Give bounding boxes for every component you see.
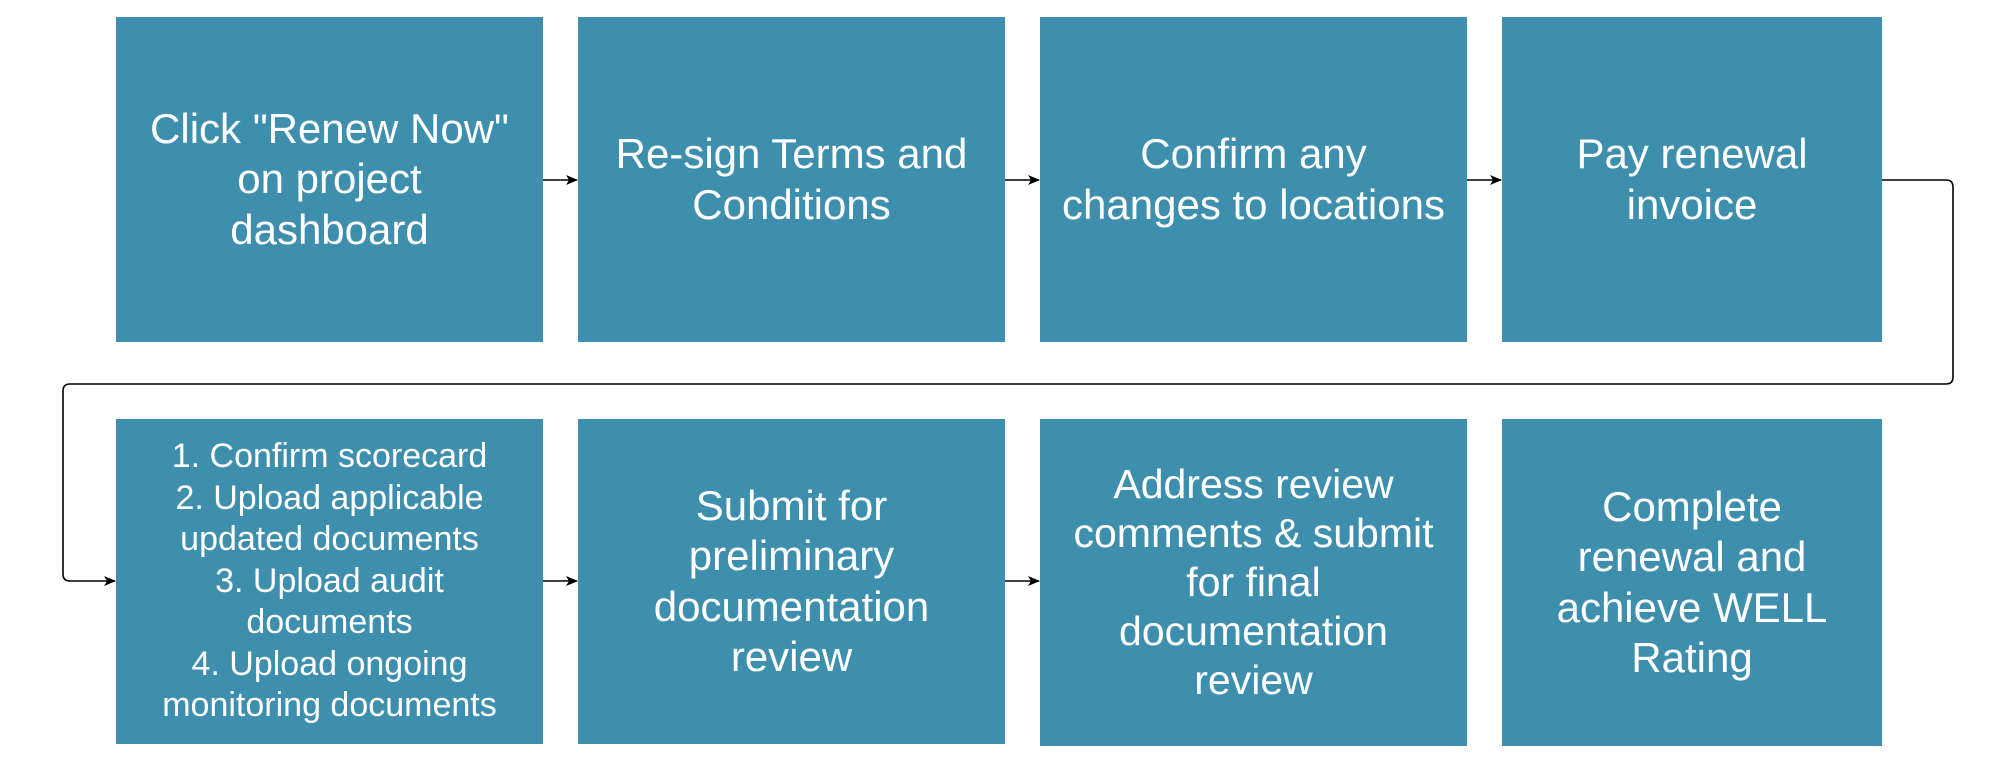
step-7-box: Address review comments & submit for fin… <box>1040 419 1467 746</box>
step-5-box: 1. Confirm scorecard 2. Upload applicabl… <box>116 419 543 744</box>
step-8-box: Complete renewal and achieve WELL Rating <box>1502 419 1882 746</box>
step-2-box: Re-sign Terms and Conditions <box>578 17 1005 342</box>
step-6-text: Submit for preliminary documentation rev… <box>653 481 930 680</box>
step-8-text: Complete renewal and achieve WELL Rating <box>1556 482 1828 681</box>
step-1-box: Click "Renew Now" on project dashboard <box>116 17 543 342</box>
step-4-box: Pay renewal invoice <box>1502 17 1882 342</box>
step-3-text: Confirm any changes to locations <box>1062 130 1445 228</box>
step-3-box: Confirm any changes to locations <box>1040 17 1467 342</box>
step-5-text: 1. Confirm scorecard 2. Upload applicabl… <box>162 437 497 725</box>
step-1-text: Click "Renew Now" on project dashboard <box>150 104 509 253</box>
step-7-text: Address review comments & submit for fin… <box>1073 460 1434 704</box>
step-2-text: Re-sign Terms and Conditions <box>615 130 968 228</box>
step-4-text: Pay renewal invoice <box>1576 130 1808 228</box>
step-6-box: Submit for preliminary documentation rev… <box>578 419 1005 744</box>
